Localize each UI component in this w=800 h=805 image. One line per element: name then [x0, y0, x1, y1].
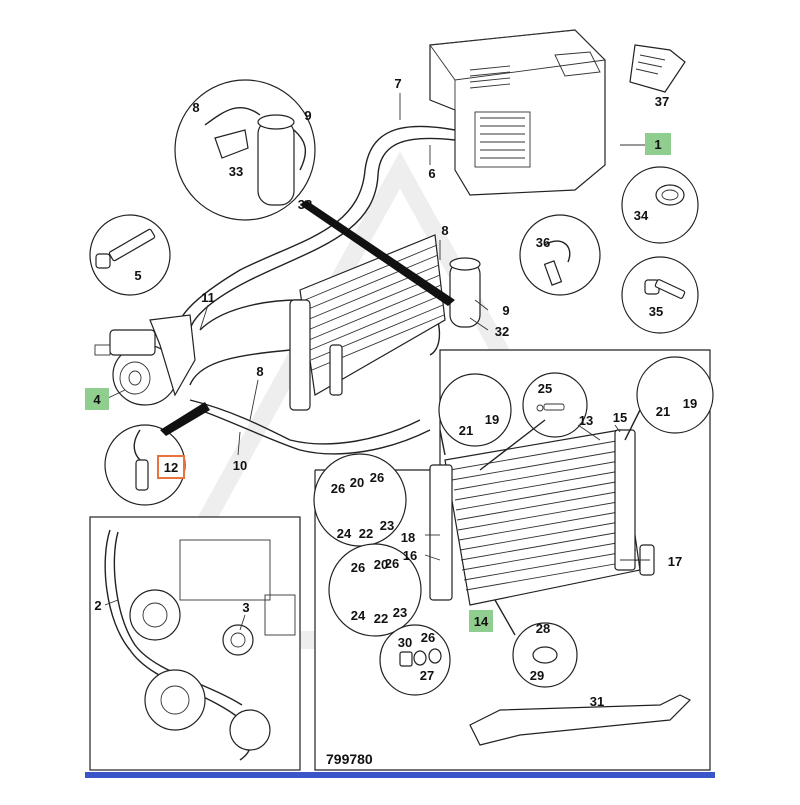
callout-26-e[interactable]: 26	[421, 630, 435, 645]
callout-14-highlight	[469, 610, 493, 632]
callout-36[interactable]: 36	[536, 235, 550, 250]
detail-circle-pipe-36	[519, 214, 601, 296]
callout-20-upper[interactable]: 20	[350, 475, 364, 490]
callout-23-upper[interactable]: 23	[380, 518, 394, 533]
callout-9-dryer[interactable]: 9	[502, 303, 509, 318]
callout-1-highlight	[645, 133, 671, 155]
callout-14[interactable]: 14	[474, 614, 489, 629]
callout-21-right[interactable]: 21	[656, 404, 670, 419]
callout-4-highlight	[85, 388, 109, 410]
callout-32-detail[interactable]: 32	[298, 197, 312, 212]
detail-circle-bolt-35	[621, 256, 699, 334]
callout-7[interactable]: 7	[394, 76, 401, 91]
detail-circle-bolt-5	[89, 214, 171, 296]
belt-drive-inset	[89, 516, 301, 771]
callout-29[interactable]: 29	[530, 668, 544, 683]
callout-4[interactable]: 4	[93, 392, 101, 407]
callout-19-left[interactable]: 19	[485, 412, 499, 427]
callout-37[interactable]: 37	[655, 94, 669, 109]
callout-8-hose[interactable]: 8	[256, 364, 263, 379]
callout-16[interactable]: 16	[403, 548, 417, 563]
condenser-detail-panel	[313, 349, 714, 771]
callout-10[interactable]: 10	[233, 458, 247, 473]
detail-circle-clamp-34	[621, 166, 699, 244]
manual-book-icon	[629, 44, 686, 93]
callout-33[interactable]: 33	[229, 164, 243, 179]
callout-27[interactable]: 27	[420, 668, 434, 683]
detail-pointer-switch	[160, 402, 210, 436]
callout-3[interactable]: 3	[242, 600, 249, 615]
callout-19-right[interactable]: 19	[683, 396, 697, 411]
callout-8-detail[interactable]: 8	[192, 100, 199, 115]
receiver-dryer	[449, 257, 481, 328]
callout-21-left[interactable]: 21	[459, 423, 473, 438]
callout-23-lower[interactable]: 23	[393, 605, 407, 620]
callout-25[interactable]: 25	[538, 381, 552, 396]
callout-24-upper[interactable]: 24	[337, 526, 352, 541]
callout-17[interactable]: 17	[668, 554, 682, 569]
callout-1[interactable]: 1	[654, 137, 661, 152]
callout-31[interactable]: 31	[590, 694, 604, 709]
callout-5[interactable]: 5	[134, 268, 141, 283]
diagram-reference-number: 799780	[326, 751, 373, 767]
callout-26-c[interactable]: 26	[351, 560, 365, 575]
callout-22-lower[interactable]: 22	[374, 611, 388, 626]
callout-8-dryer[interactable]: 8	[441, 223, 448, 238]
callout-32-dryer[interactable]: 32	[495, 324, 509, 339]
detail-circle-dryer	[174, 79, 316, 221]
leader-lines	[104, 93, 650, 631]
callout-20-lower[interactable]: 20	[374, 557, 388, 572]
condenser-assembly	[289, 234, 446, 411]
callout-13[interactable]: 13	[579, 413, 593, 428]
callout-24-lower[interactable]: 24	[351, 608, 366, 623]
detail-circle-switch-12	[104, 424, 186, 506]
callout-34[interactable]: 34	[634, 208, 649, 223]
callout-35[interactable]: 35	[649, 304, 663, 319]
callout-11[interactable]: 11	[201, 290, 215, 305]
callout-15[interactable]: 15	[613, 410, 627, 425]
bottom-status-bar	[85, 772, 715, 778]
cab-hvac-unit	[429, 29, 606, 196]
callout-22-upper[interactable]: 22	[359, 526, 373, 541]
callout-26-b[interactable]: 26	[370, 470, 384, 485]
callout-2[interactable]: 2	[94, 598, 101, 613]
callout-12[interactable]: 12	[164, 460, 178, 475]
ac-compressor	[94, 314, 196, 406]
callout-30[interactable]: 30	[398, 635, 412, 650]
callout-6[interactable]: 6	[428, 166, 435, 181]
callout-9-detail[interactable]: 9	[304, 108, 311, 123]
callout-labels: 1 4 12 14 2 3 5 6 7 8 8 8 9 9 10 11 13 1…	[85, 76, 697, 767]
callout-12-highlight	[157, 455, 185, 479]
detail-pointer-dryer	[300, 200, 455, 306]
callout-26-d[interactable]: 26	[385, 556, 399, 571]
callout-26-a[interactable]: 26	[331, 481, 345, 496]
callout-18[interactable]: 18	[401, 530, 415, 545]
callout-28[interactable]: 28	[536, 621, 550, 636]
